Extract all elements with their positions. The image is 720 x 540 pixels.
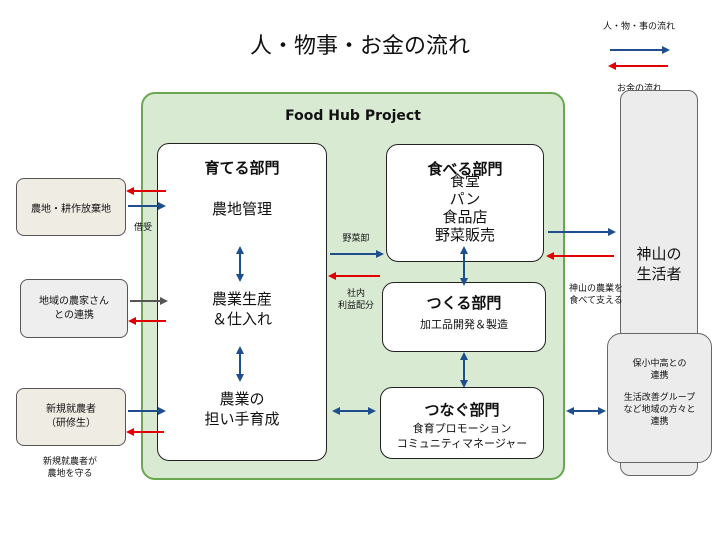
school-line4: など地域の方々と xyxy=(623,405,696,415)
new-farmer-note-line2: 農地を守る xyxy=(47,469,93,479)
residents-label: 神山の 生活者 xyxy=(620,244,698,284)
school-line2: 連携 xyxy=(650,371,669,381)
internal-profit-label: 社内 利益配分 xyxy=(331,288,381,312)
legend-flow-label: 人・物・事の流れ xyxy=(603,22,676,32)
vegetable-wholesale-label: 野菜卸 xyxy=(342,234,370,244)
internal-line1: 社内 xyxy=(346,289,365,299)
farm-production: 農業生産 ＆仕入れ xyxy=(157,289,327,329)
school-community-text: 保小中高との 連携 生活改善グループ など地域の方々と 連携 xyxy=(607,358,712,428)
eat-item-vegetables: 野菜販売 xyxy=(434,226,495,244)
make-department-box xyxy=(382,282,546,352)
eat-department-box xyxy=(386,144,544,262)
residents-line2: 生活者 xyxy=(636,265,682,283)
new-farmer-note: 新規就農者が 農地を守る xyxy=(20,456,120,480)
make-department-sub: 加工品開発＆製造 xyxy=(420,318,508,331)
eat-items: 食堂 パン 食品店 野菜販売 xyxy=(386,172,544,244)
make-department-title: つくる部門 xyxy=(426,294,502,312)
new-farmer-line2: （研修生） xyxy=(46,418,96,429)
eat-item-bread: パン xyxy=(449,190,481,208)
connect-department-box xyxy=(380,387,544,459)
connect-sub-line1: 食育プロモーション xyxy=(412,422,512,435)
school-line5: 連携 xyxy=(650,417,669,427)
farmer-training: 農業の 担い手育成 xyxy=(157,389,327,429)
resident-support-note: 神山の農業を 食べて支える xyxy=(556,283,636,307)
local-farmers-box: 地域の農家さん との連携 xyxy=(20,279,128,338)
project-title: Food Hub Project xyxy=(285,108,421,124)
eat-item-grocery: 食品店 xyxy=(442,208,488,226)
new-farmer-note-line1: 新規就農者が xyxy=(42,457,97,467)
farmer-training-line2: 担い手育成 xyxy=(204,410,280,428)
internal-line2: 利益配分 xyxy=(337,301,374,311)
new-farmer-box: 新規就農者 （研修生） xyxy=(16,388,126,446)
farm-production-line1: 農業生産 xyxy=(211,290,272,308)
lending-label: 借受 xyxy=(133,223,152,233)
resident-note-line1: 神山の農業を xyxy=(568,284,623,294)
school-community-box xyxy=(607,333,712,463)
grow-department-title: 育てる部門 xyxy=(204,159,280,177)
new-farmer-line1: 新規就農者 xyxy=(46,404,96,415)
resident-note-line2: 食べて支える xyxy=(569,296,623,306)
page-title: 人・物事・お金の流れ xyxy=(249,34,470,59)
farmland-box: 農地・耕作放棄地 xyxy=(16,178,126,236)
school-line1: 保小中高との xyxy=(632,359,687,369)
farm-production-line2: ＆仕入れ xyxy=(211,310,272,328)
connect-department-sub: 食育プロモーション コミュニティマネージャー xyxy=(380,421,544,451)
residents-line1: 神山の xyxy=(636,245,682,263)
connect-department-title: つなぐ部門 xyxy=(424,401,500,419)
legend-money-label: お金の流れ xyxy=(617,84,663,94)
eat-department-title: 食べる部門 xyxy=(427,160,503,178)
eat-item-cafeteria: 食堂 xyxy=(449,172,480,190)
local-farmers-line2: との連携 xyxy=(54,309,94,321)
school-line3: 生活改善グループ xyxy=(623,393,696,403)
connect-sub-line2: コミュニティマネージャー xyxy=(396,437,528,450)
farmer-training-line1: 農業の xyxy=(219,390,265,408)
local-farmers-line1: 地域の農家さん xyxy=(39,295,109,307)
farmland-label: 農地・耕作放棄地 xyxy=(31,203,111,215)
farmland-management: 農地管理 xyxy=(211,200,272,218)
